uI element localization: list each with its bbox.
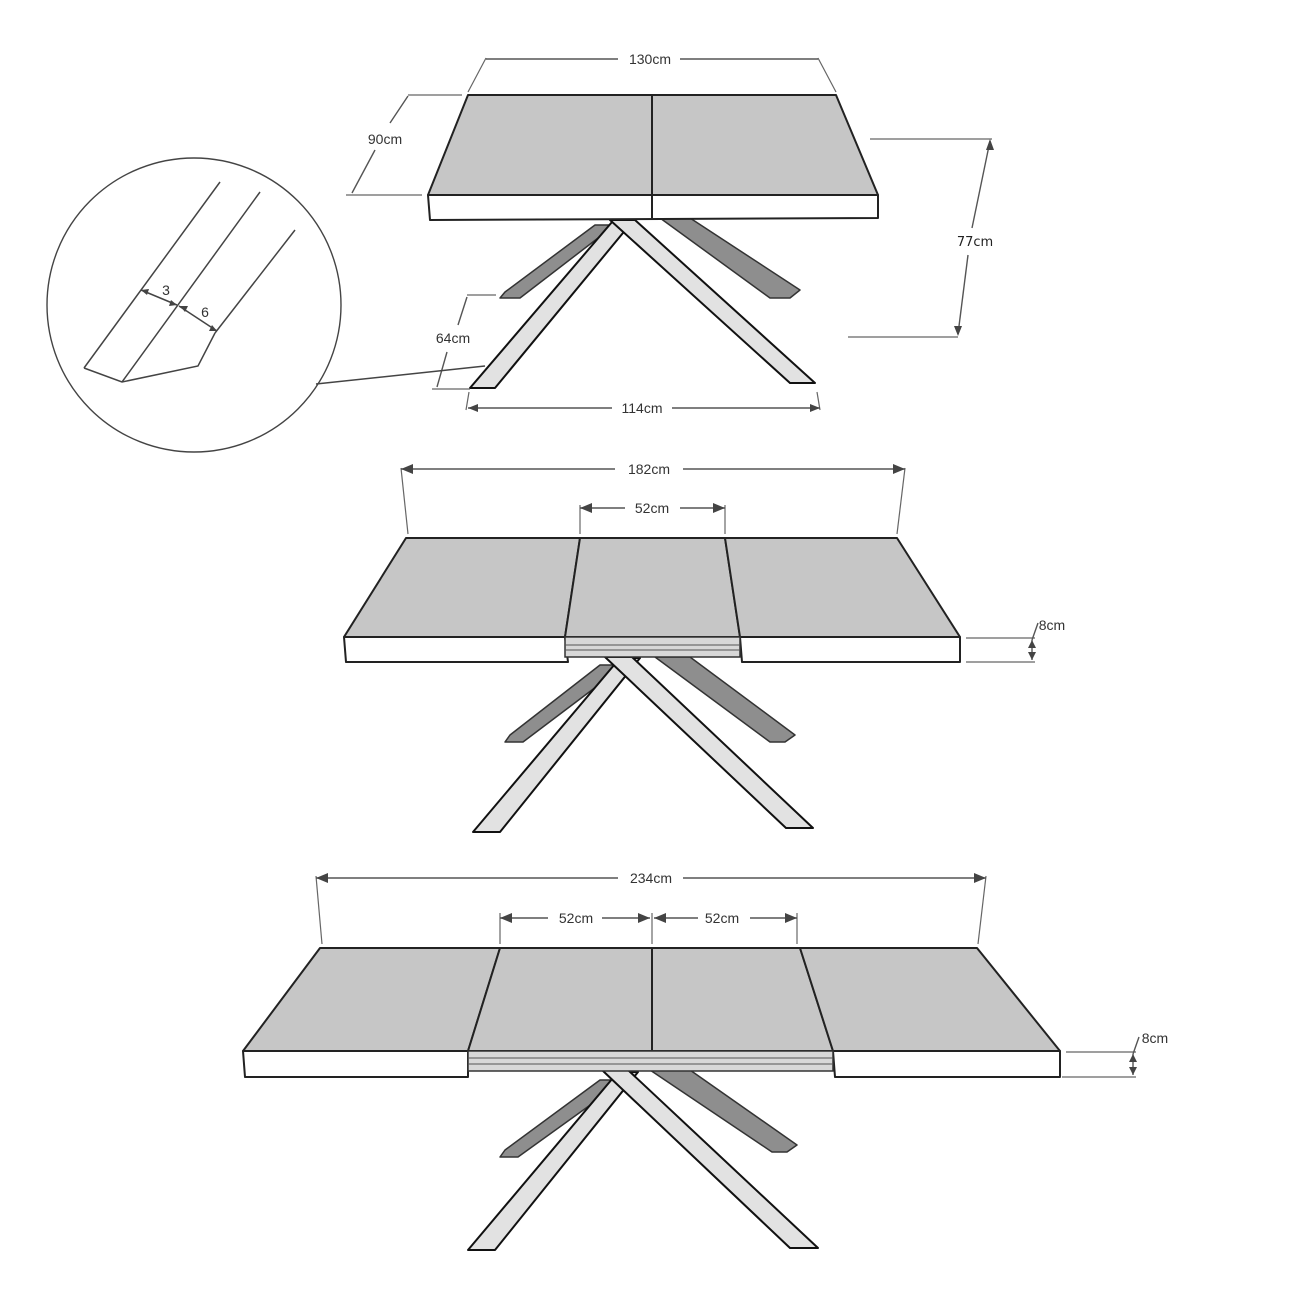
- label-width-234: 234cm: [630, 870, 672, 886]
- view-closed-table: 130cm 90cm 77cm 64cm 114cm: [346, 51, 994, 416]
- leg-front-left: [467, 1071, 639, 1251]
- label-thickness-8: 8cm: [1039, 617, 1065, 633]
- edge-left: [343, 636, 569, 663]
- label-leg-depth-64: 64cm: [436, 330, 470, 346]
- label-extension-52-a: 52cm: [559, 910, 593, 926]
- label-height-77: 77cm: [957, 235, 993, 250]
- extension-rail: [564, 636, 741, 658]
- edge-right: [832, 1050, 1061, 1078]
- leaf-right: [724, 537, 961, 638]
- label-detail-6: 6: [201, 304, 209, 320]
- view-two-extensions: 234cm 52cm 52cm 8cm: [242, 870, 1168, 1251]
- label-detail-3: 3: [162, 282, 170, 298]
- detail-circle: [46, 157, 342, 453]
- label-extension-52-b: 52cm: [705, 910, 739, 926]
- label-depth-90: 90cm: [368, 131, 402, 147]
- label-thickness-8: 8cm: [1142, 1030, 1168, 1046]
- leaf-extension-1: [467, 947, 653, 1052]
- leaf-right: [799, 947, 1061, 1052]
- label-leg-span-114: 114cm: [622, 400, 663, 416]
- edge-right: [739, 636, 961, 663]
- view-one-extension: 182cm 52cm 8cm: [343, 461, 1065, 833]
- leg-front-left: [472, 657, 641, 833]
- leg-back-right: [659, 217, 801, 299]
- leg-front-left: [469, 221, 633, 389]
- detail-callout: 3 6: [46, 157, 486, 453]
- extension-rail: [467, 1050, 834, 1072]
- leaf-left: [242, 947, 501, 1052]
- leaf-extension: [564, 537, 741, 638]
- label-extension-52: 52cm: [635, 500, 669, 516]
- label-width-130: 130cm: [629, 51, 671, 67]
- edge-left: [242, 1050, 469, 1078]
- leaf-left: [343, 537, 581, 638]
- label-width-182: 182cm: [628, 461, 670, 477]
